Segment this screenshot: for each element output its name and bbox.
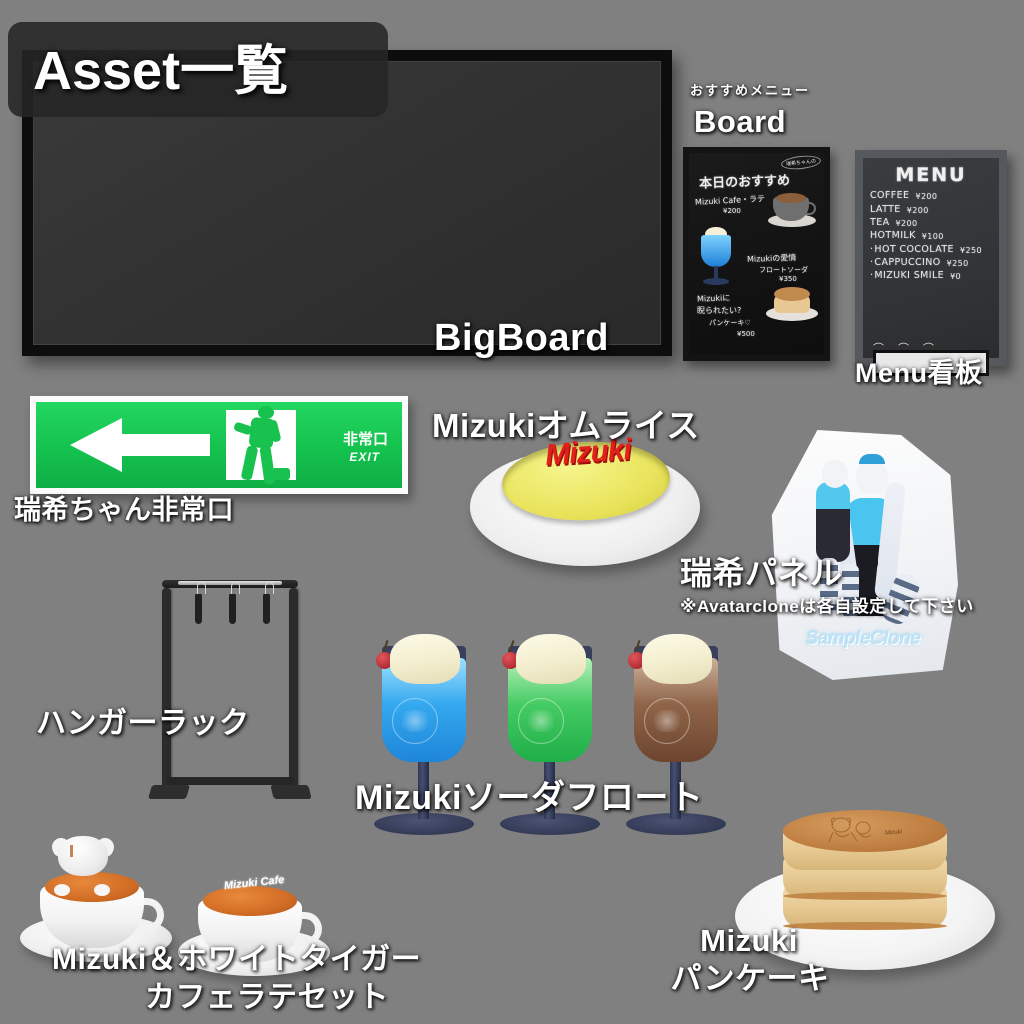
board-speech-bubble: 瑞希ちゃんの [780,153,822,172]
mizuki-panel-asset[interactable]: SampleClone [768,430,958,680]
panel-sample-clone-text: SampleClone [805,628,921,649]
menu-item-name: HOTMILK [870,230,916,242]
pancake-edge-1 [783,922,947,930]
pancake-edge-2 [783,892,947,900]
soda-float-green [496,620,604,835]
menu-item-price: ¥250 [946,259,969,269]
soda-float-cola [622,620,730,835]
omurice-label: Mizukiオムライス [432,407,700,444]
board-item-3-name2: 睨られたい? [697,306,742,315]
pancake-character-art [828,817,872,843]
rack-rod [178,581,282,585]
menu-item-name: LATTE [870,203,901,215]
board-item-3-price: ¥500 [737,330,755,338]
pancake-asset[interactable]: Mizuki [735,795,995,970]
latte-set-asset[interactable]: Mizuki Cafe [20,830,340,976]
pancake-signature: Mizuki [884,829,903,837]
menu-row-2: TEA ¥200 [867,216,995,229]
menu-item-price: ¥0 [950,272,962,282]
menu-row-5: CAPPUCCINO ¥250 [867,256,995,269]
board-frame: 瑞希ちゃんの 本日のおすすめ Mizuki Cafe・ラテ ¥200 Mizuk… [683,147,830,361]
menu-item-name: MIZUKI SMILE [870,270,944,281]
menu-row-6: MIZUKI SMILE ¥0 [867,269,995,282]
board-label: Board [694,104,787,139]
latte-cup-tiger [20,835,180,966]
board-asset[interactable]: 瑞希ちゃんの 本日のおすすめ Mizuki Cafe・ラテ ¥200 Mizuk… [683,147,830,361]
hanger-1 [188,582,210,626]
exit-sign-asset[interactable]: 非常口 EXIT [30,396,408,494]
hanger-rack-label: ハンガーラック [36,707,250,740]
board-pancake-icon [766,281,818,321]
page-title: Asset一覧 [33,41,289,101]
menu-item-name: HOT COCOLATE [870,244,954,255]
board-float-icon [697,225,735,287]
menu-row-0: COFFEE ¥200 [867,189,995,202]
board-item-2-price: ¥350 [779,275,797,283]
menu-item-price: ¥250 [959,245,982,255]
exit-sign-text-jp: 非常口 [342,431,388,448]
white-tiger-latte-art [46,835,120,896]
rack-foot-right [270,785,312,799]
menu-item-price: ¥200 [906,205,929,215]
menu-item-price: ¥100 [921,232,944,242]
rack-post-right [289,588,298,788]
exit-sign-text-en: EXIT [349,450,380,464]
menu-row-3: HOTMILK ¥100 [867,229,995,242]
board-item-3-name3: パンケーキ♡ [709,319,751,327]
board-surface: 瑞希ちゃんの 本日のおすすめ Mizuki Cafe・ラテ ¥200 Mizuk… [689,153,824,355]
panel-label: 瑞希パネル [680,555,843,591]
hanger-rack-asset[interactable] [140,570,320,805]
menu-item-name: TEA [870,216,890,228]
pancake-top-surface [783,810,947,852]
rack-foot-left [147,785,191,799]
exit-sign-face: 非常口 EXIT [36,402,402,488]
rack-crossbar [166,777,294,785]
soda-float-blue [370,620,478,835]
board-item-1-name: Mizuki Cafe・ラテ [694,194,766,207]
board-heading-label: おすすめメニュー [690,83,811,98]
pancake-label-line2: パンケーキ [670,961,830,996]
rack-post-left [162,588,171,788]
hanger-3 [256,582,278,626]
panel-note: ※Avatarcloneは各自設定して下さい [680,597,974,616]
menu-row-1: LATTE ¥200 [867,202,995,215]
pancake-label-line1: Mizuki [700,923,798,958]
running-person-icon [232,406,294,488]
menu-item-name: CAPPUCCINO [870,257,941,268]
latte-set-label-line1: Mizuki＆ホワイトタイガー [52,943,422,976]
panel-character-art [802,442,926,654]
board-item-3-name: Mizukiに [696,293,731,304]
soda-float-asset[interactable] [370,620,730,835]
omurice-asset[interactable]: Mizuki [470,430,700,570]
board-item-1-price: ¥200 [723,207,741,215]
menuboard-heading: MENU [895,164,967,186]
menu-item-price: ¥200 [915,192,938,202]
menuboard-item-list: COFFEE¥200LATTE¥200TEA¥200HOTMILK¥100HOT… [867,189,995,283]
latte-set-label-line2: カフェラテセット [145,981,389,1014]
menu-item-price: ¥200 [895,218,918,228]
latte-cup-mizuki [178,850,338,980]
hanger-2 [222,582,244,626]
menuboard-label: Menu看板 [855,358,983,388]
title-plate [8,22,388,117]
menu-item-name: COFFEE [870,190,910,202]
left-arrow-icon [70,418,210,472]
menu-row-4: HOT COCOLATE ¥250 [867,243,995,256]
soda-float-label: Mizukiソーダフロート [355,779,704,817]
board-coffee-icon [768,187,820,227]
board-item-2-name2: フロートソーダ [759,266,808,274]
board-item-2-name: Mizukiの愛情 [746,253,797,264]
exit-sign-label: 瑞希ちゃん非常口 [14,495,234,525]
bigboard-label: BigBoard [434,317,609,359]
menuboard-legs [873,350,989,376]
